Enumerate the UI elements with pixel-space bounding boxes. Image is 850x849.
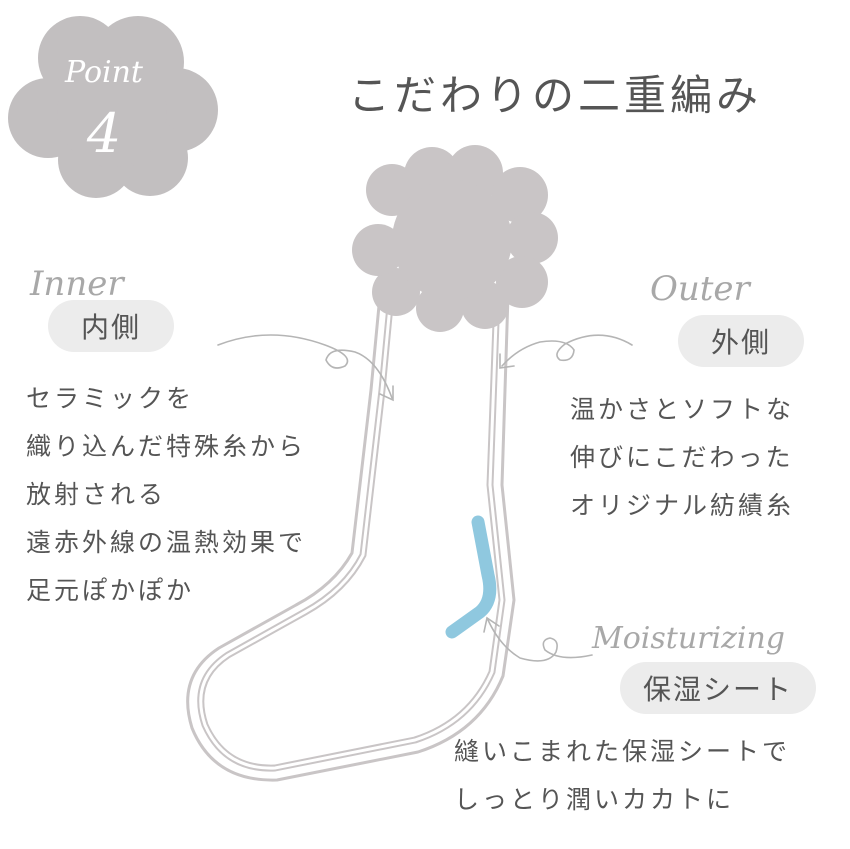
inner-line: 放射される [26, 480, 167, 509]
outer-script-label: Outer [650, 269, 752, 309]
outer-arrow [499, 334, 633, 369]
badge-number: 4 [86, 102, 121, 165]
moisture-arrow [483, 616, 593, 662]
moisture-line: 縫いこまれた保湿シートで [454, 737, 791, 766]
outer-line: 伸びにこだわった [570, 443, 794, 472]
moisture-script-label: Moisturizing [591, 621, 785, 656]
inner-line: 織り込んだ特殊糸から [26, 432, 307, 461]
moisture-line: しっとり潤いカカトに [454, 785, 735, 814]
inner-line: 足元ぽかぽか [26, 576, 195, 605]
inner-script-label: Inner [29, 264, 125, 304]
moisture-sheet-accent [445, 515, 497, 639]
sock-outline [186, 291, 516, 782]
inner-line: 遠赤外線の温熱効果で [26, 528, 307, 557]
outer-tag: 外側 [678, 315, 804, 367]
badge-script-label: Point [64, 55, 144, 90]
inner-arrow [217, 334, 394, 402]
moisture-description: 縫いこまれた保湿シートで しっとり潤いカカトに [454, 728, 790, 824]
inner-line: セラミックを [26, 384, 195, 413]
point-badge [8, 16, 218, 198]
inner-description: セラミックを 織り込んだ特殊糸から 放射される 遠赤外線の温熱効果で 足元ぽかぽ… [26, 375, 306, 615]
outer-line: オリジナル紡績糸 [570, 491, 795, 520]
page-title: こだわりの二重編み [348, 71, 763, 120]
inner-tag: 内側 [48, 300, 174, 352]
outer-line: 温かさとソフトな [570, 395, 795, 424]
moisture-tag: 保湿シート [620, 662, 816, 714]
outer-description: 温かさとソフトな 伸びにこだわった オリジナル紡績糸 [570, 386, 794, 530]
sock-cuff [352, 145, 558, 332]
